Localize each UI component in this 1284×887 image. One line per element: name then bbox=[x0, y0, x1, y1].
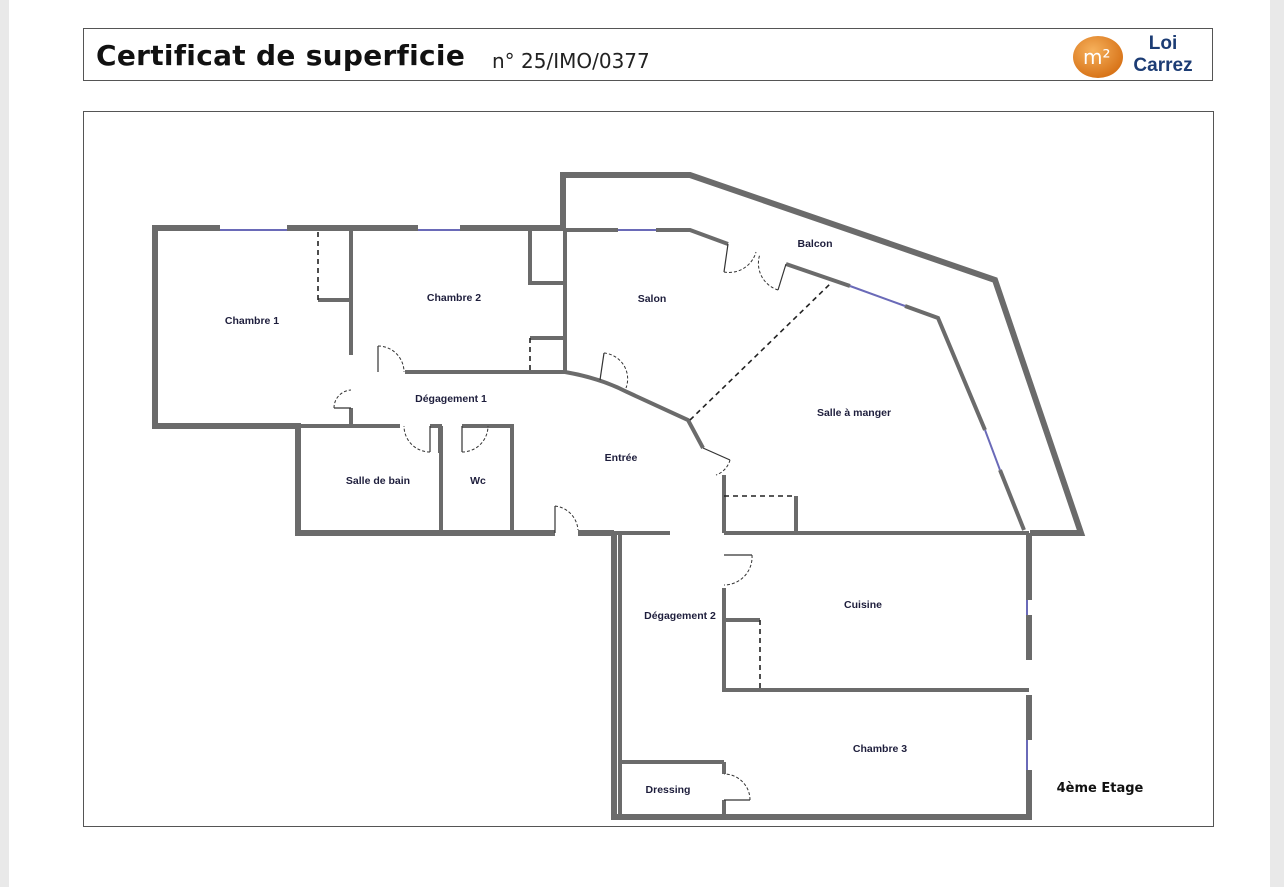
label-cuisine: Cuisine bbox=[844, 599, 882, 611]
label-chambre-2: Chambre 2 bbox=[427, 292, 481, 304]
doors bbox=[333, 243, 787, 801]
floor-level-label: 4ème Etage bbox=[1057, 781, 1144, 796]
m2-logo-icon: m² bbox=[1073, 36, 1123, 78]
label-chambre-3: Chambre 3 bbox=[853, 743, 907, 755]
room-labels: Chambre 1 Chambre 2 Salon Balcon Salle à… bbox=[225, 238, 907, 796]
logo-text-line2: Carrez bbox=[1133, 55, 1193, 76]
certificate-number: n° 25/IMO/0377 bbox=[492, 49, 650, 73]
label-dressing: Dressing bbox=[646, 784, 691, 796]
label-degagement-2: Dégagement 2 bbox=[644, 610, 716, 622]
dashed-boundaries bbox=[317, 232, 831, 690]
logo-text-line1: Loi bbox=[1148, 33, 1178, 54]
label-balcon: Balcon bbox=[797, 238, 832, 250]
logo-text: Loi Carrez bbox=[1128, 33, 1198, 77]
document-title: Certificat de superficie bbox=[96, 39, 466, 72]
label-degagement-1: Dégagement 1 bbox=[415, 393, 487, 405]
label-salon: Salon bbox=[638, 293, 667, 305]
page-edge-right bbox=[1270, 0, 1284, 887]
certificate-header: Certificat de superficie n° 25/IMO/0377 … bbox=[83, 28, 1213, 81]
label-entree: Entrée bbox=[605, 452, 638, 464]
label-wc: Wc bbox=[470, 475, 486, 487]
logo-symbol: m² bbox=[1083, 45, 1111, 69]
walls bbox=[152, 172, 1086, 820]
page-edge-left bbox=[0, 0, 9, 887]
label-chambre-1: Chambre 1 bbox=[225, 315, 279, 327]
label-salle-a-manger: Salle à manger bbox=[817, 407, 891, 419]
label-salle-de-bain: Salle de bain bbox=[346, 475, 410, 487]
windows bbox=[220, 229, 1028, 770]
